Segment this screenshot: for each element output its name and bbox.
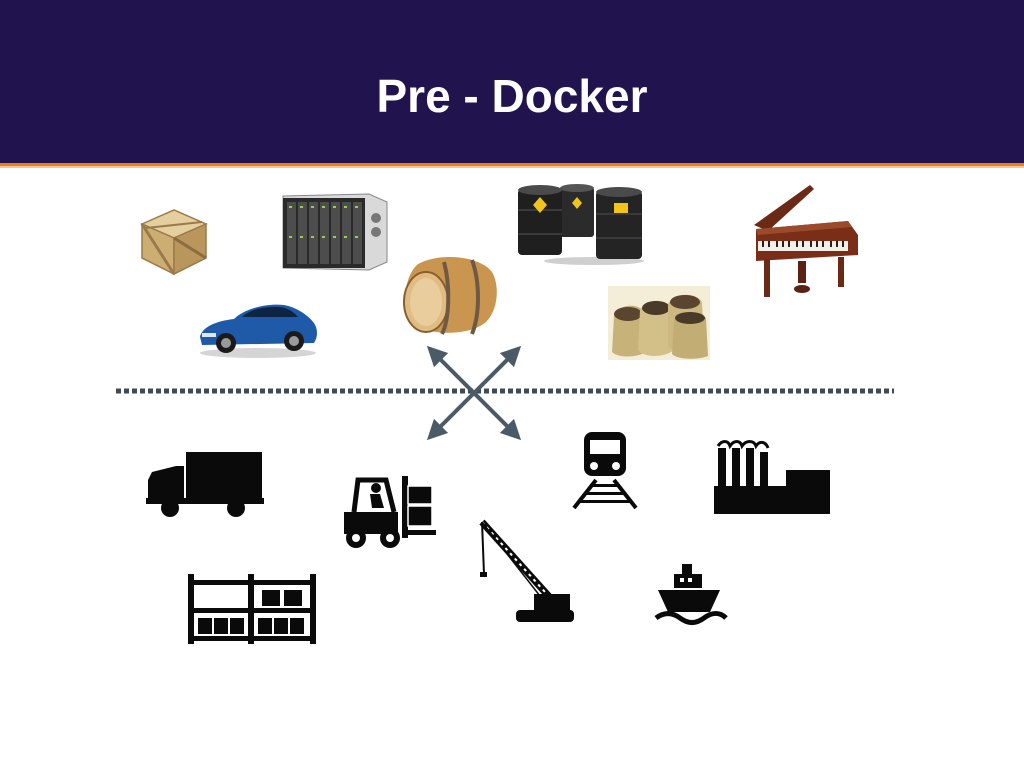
- slide-title: Pre - Docker: [376, 70, 648, 122]
- warehouse-shelves-icon: [186, 572, 318, 646]
- crate-icon: [136, 204, 210, 278]
- forklift-icon: [340, 472, 438, 550]
- slide-header: [0, 0, 1024, 163]
- sports-car-icon: [196, 297, 320, 359]
- crossed-arrows-icon: [424, 345, 524, 441]
- factory-icon: [714, 438, 830, 516]
- oil-barrels-icon: [514, 183, 654, 265]
- grand-piano-icon: [748, 183, 860, 301]
- header-accent-shadow: [0, 166, 1024, 168]
- wooden-barrel-icon: [400, 254, 500, 336]
- ship-icon: [652, 562, 728, 628]
- crane-icon: [476, 518, 576, 626]
- grain-sacks-icon: [608, 286, 710, 360]
- train-icon: [570, 430, 640, 510]
- truck-icon: [146, 450, 264, 518]
- header-accent-line: [0, 163, 1024, 166]
- server-rack-icon: [279, 192, 391, 272]
